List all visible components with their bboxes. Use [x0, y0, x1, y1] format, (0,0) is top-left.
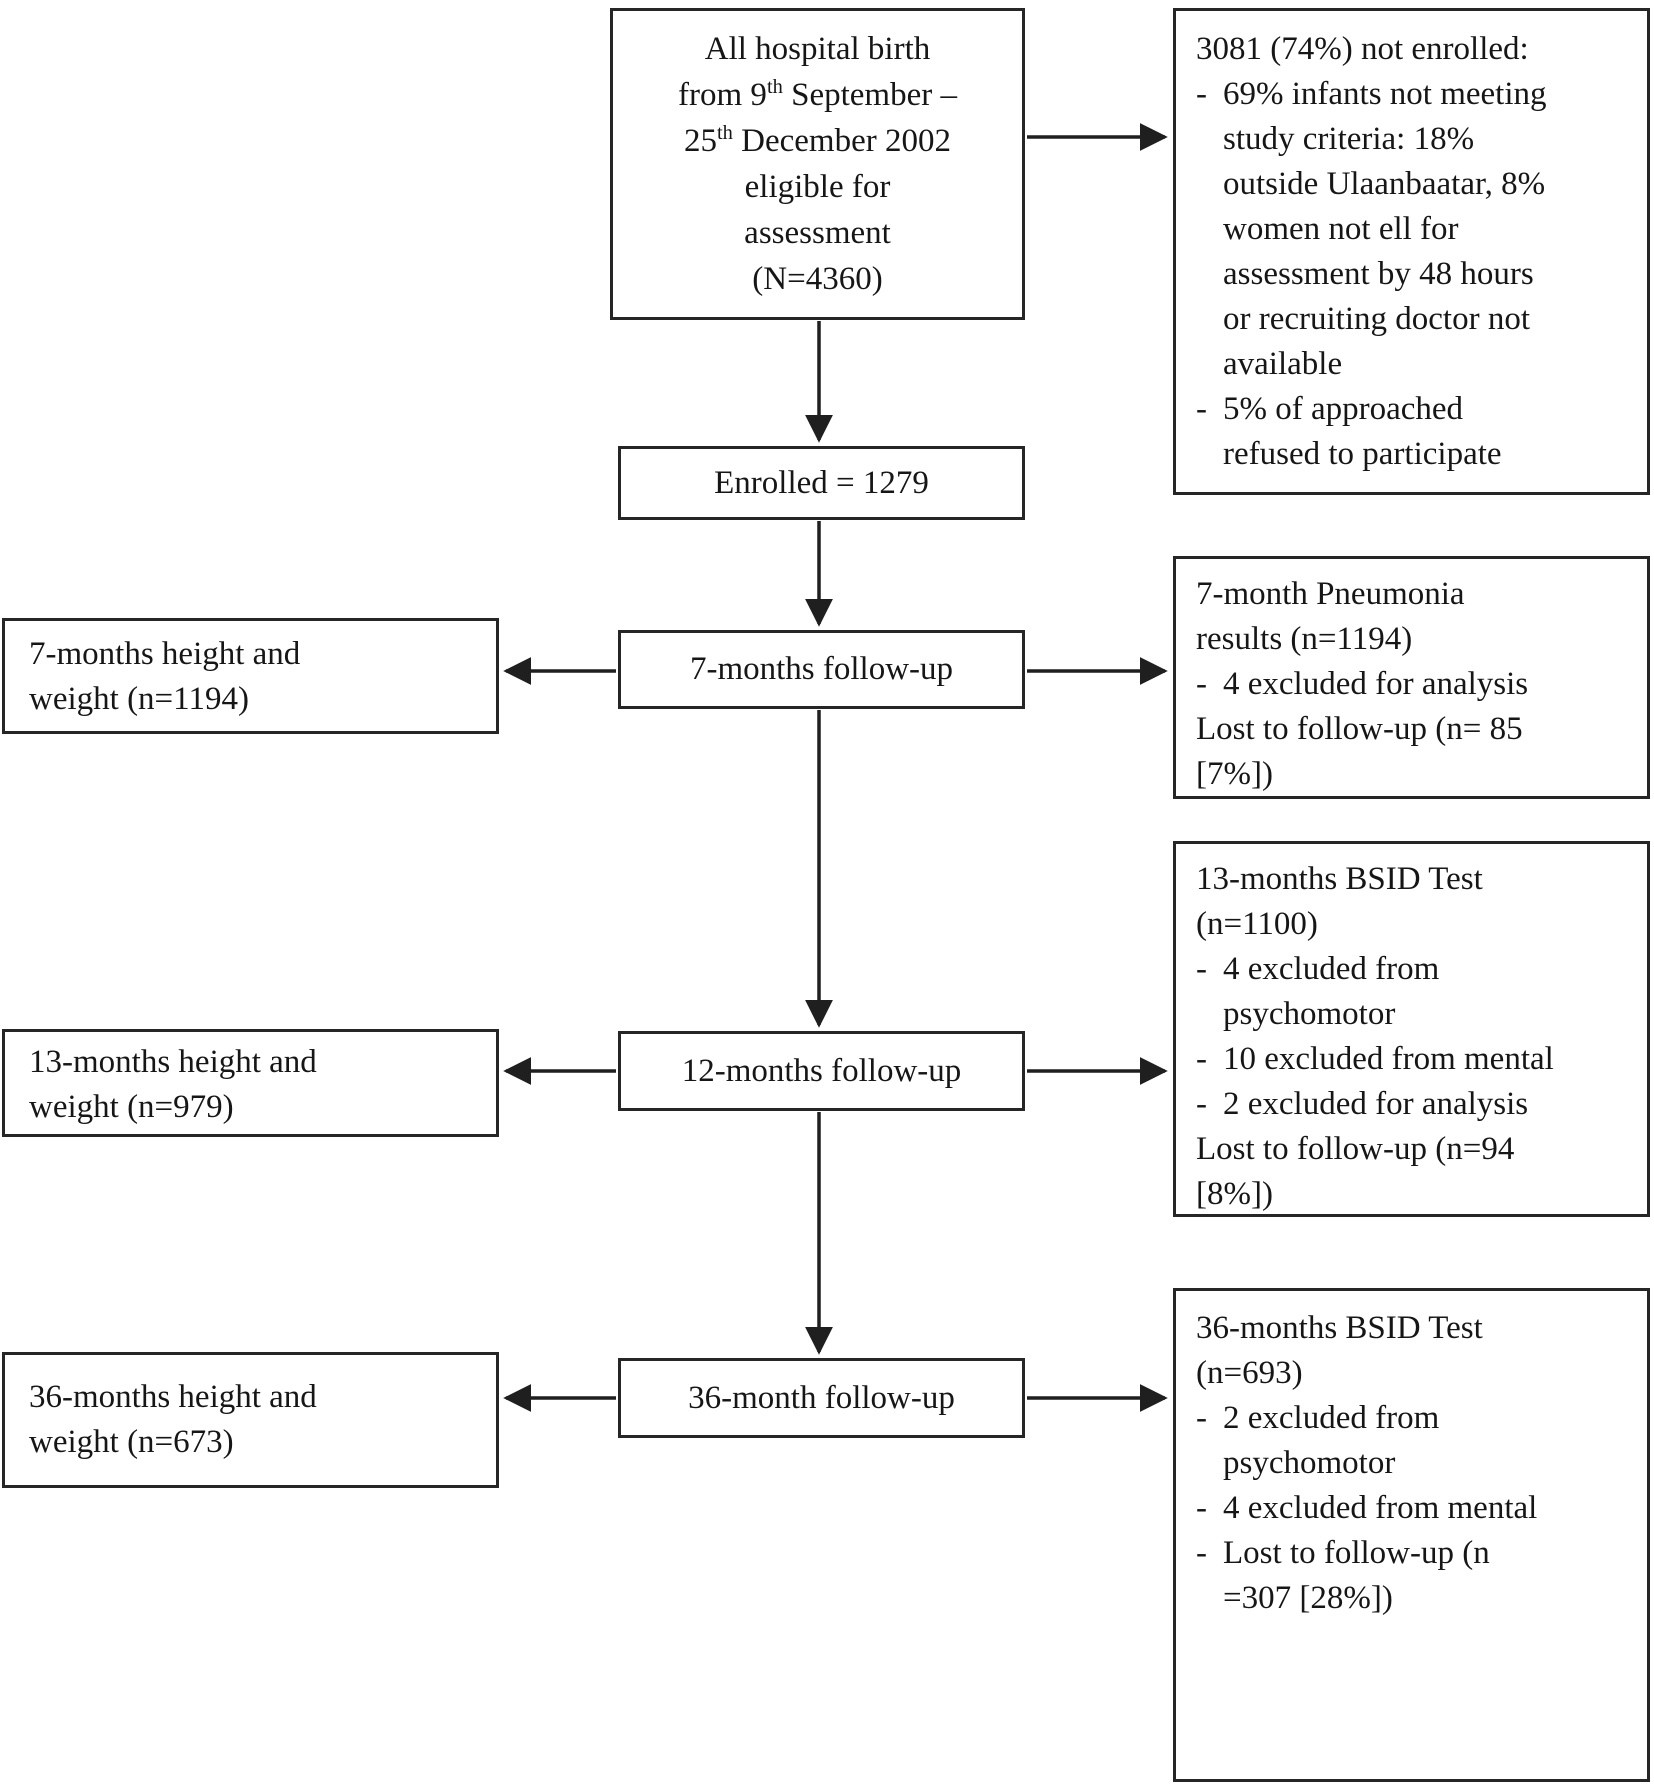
- bullet-item: - 4 excluded from mental: [1196, 1486, 1637, 1531]
- text-line: results (n=1194): [1196, 621, 1413, 657]
- text-line: (N=4360): [752, 261, 883, 297]
- node-heading: 13-months BSID Test (n=1100): [1196, 857, 1637, 947]
- node-text: 36-months height and weight (n=673): [29, 1375, 490, 1465]
- node-height-weight-13-months: 13-months height and weight (n=979): [2, 1029, 499, 1137]
- bullet-item: - 5% of approached refused to participate: [1196, 387, 1635, 477]
- text-line: Enrolled = 1279: [714, 464, 929, 501]
- text-line: 7-months follow-up: [689, 651, 954, 687]
- text-line: assessment by 48 hours: [1223, 256, 1534, 292]
- bullet-text: 4 excluded from psychomotor: [1223, 947, 1637, 1037]
- text-line: outside Ulaanbaatar, 8%: [1223, 166, 1546, 202]
- text-line: (n=1100): [1196, 906, 1318, 942]
- text-line: 36-months BSID Test: [1196, 1310, 1483, 1346]
- node-bsid-test-13-months: 13-months BSID Test (n=1100) - 4 excluded…: [1173, 841, 1650, 1217]
- bullet-dash: -: [1196, 1535, 1207, 1571]
- text-line: women not ell for: [1223, 211, 1459, 247]
- bullet-dash: -: [1196, 666, 1207, 702]
- text-segment: from 9: [678, 77, 767, 113]
- bullet-text: 69% infants not meeting study criteria: 1…: [1223, 72, 1635, 387]
- node-bsid-test-36-months: 36-months BSID Test (n=693) - 2 excluded …: [1173, 1288, 1650, 1782]
- text-line: 25th December 2002: [684, 118, 951, 164]
- ordinal-superscript: th: [766, 76, 783, 98]
- bullet-text: 2 excluded for analysis: [1223, 1082, 1637, 1127]
- text-line: =307 [28%]): [1223, 1580, 1393, 1616]
- text-line: 13-months height and: [29, 1044, 317, 1080]
- text-line: 36-months height and: [29, 1379, 317, 1415]
- node-eligible-births: All hospital birth from 9th September – …: [610, 8, 1025, 320]
- node-enrolled: Enrolled = 1279: [618, 446, 1025, 520]
- text-line: psychomotor: [1223, 1445, 1396, 1481]
- text-line: 69% infants not meeting: [1223, 76, 1547, 112]
- bullet-text: 2 excluded from psychomotor: [1223, 1396, 1637, 1486]
- text-line: weight (n=1194): [29, 681, 249, 717]
- node-footer: Lost to follow-up (n=94 [8%]): [1196, 1127, 1637, 1217]
- text-line: 10 excluded from mental: [1223, 1041, 1554, 1077]
- node-text: 7-months height and weight (n=1194): [29, 632, 490, 722]
- text-line: Lost to follow-up (n=94: [1196, 1131, 1515, 1167]
- ordinal-superscript: th: [717, 122, 733, 144]
- bullet-item: - 2 excluded for analysis: [1196, 1082, 1637, 1127]
- text-segment: 25: [684, 123, 717, 159]
- node-height-weight-36-months: 36-months height and weight (n=673): [2, 1352, 499, 1488]
- bullet-dash: -: [1196, 76, 1207, 112]
- text-line: or recruiting doctor not: [1223, 301, 1530, 337]
- text-line: 7-months height and: [29, 636, 301, 672]
- text-line: 4 excluded from: [1223, 951, 1440, 987]
- text-line: [8%]): [1196, 1176, 1273, 1212]
- text-line: 5% of approached: [1223, 391, 1464, 427]
- text-line: from 9th September –: [678, 72, 957, 118]
- text-line: available: [1223, 346, 1343, 382]
- bullet-dash: -: [1196, 951, 1207, 987]
- bullet-item: - 2 excluded from psychomotor: [1196, 1396, 1637, 1486]
- bullet-text: 4 excluded from mental: [1223, 1486, 1637, 1531]
- node-heading: 7-month Pneumonia results (n=1194): [1196, 572, 1637, 662]
- node-followup-12-months: 12-months follow-up: [618, 1031, 1025, 1111]
- bullet-dash: -: [1196, 1490, 1207, 1526]
- text-line: 7-month Pneumonia: [1196, 576, 1465, 612]
- text-line: 2 excluded from: [1223, 1400, 1440, 1436]
- text-segment: December 2002: [732, 123, 951, 159]
- text-line: 13-months BSID Test: [1196, 861, 1483, 897]
- text-line: weight (n=673): [29, 1424, 234, 1460]
- text-segment: September –: [782, 77, 957, 113]
- node-height-weight-7-months: 7-months height and weight (n=1194): [2, 618, 499, 734]
- node-footer: Lost to follow-up (n= 85 [7%]): [1196, 707, 1637, 797]
- text-line: Lost to follow-up (n: [1223, 1535, 1490, 1571]
- node-text: 13-months height and weight (n=979): [29, 1040, 490, 1130]
- text-line: Lost to follow-up (n= 85: [1196, 711, 1523, 747]
- bullet-dash: -: [1196, 391, 1207, 427]
- node-not-enrolled: 3081 (74%) not enrolled: - 69% infants n…: [1173, 8, 1650, 495]
- not-enrolled-heading: 3081 (74%) not enrolled:: [1196, 31, 1529, 67]
- text-line: All hospital birth: [704, 31, 931, 67]
- bullet-text: 10 excluded from mental: [1223, 1037, 1637, 1082]
- text-line: study criteria: 18%: [1223, 121, 1475, 157]
- bullet-item: - 4 excluded for analysis: [1196, 662, 1637, 707]
- node-heading: 36-months BSID Test (n=693): [1196, 1306, 1637, 1396]
- text-line: 4 excluded for analysis: [1223, 666, 1529, 702]
- text-line: refused to participate: [1223, 436, 1502, 472]
- bullet-dash: -: [1196, 1041, 1207, 1077]
- bullet-dash: -: [1196, 1400, 1207, 1436]
- text-line: psychomotor: [1223, 996, 1396, 1032]
- text-line: eligible for: [744, 169, 891, 205]
- text-line: 12-months follow-up: [681, 1052, 962, 1089]
- bullet-item: - 69% infants not meeting study criteria:…: [1196, 72, 1635, 387]
- text-line: (n=693): [1196, 1355, 1303, 1391]
- bullet-item: - 4 excluded from psychomotor: [1196, 947, 1637, 1037]
- text-line: [7%]): [1196, 756, 1273, 792]
- node-followup-7-months: 7-months follow-up: [618, 630, 1025, 709]
- bullet-text: 4 excluded for analysis: [1223, 662, 1637, 707]
- bullet-text: 5% of approached refused to participate: [1223, 387, 1635, 477]
- bullet-item: - Lost to follow-up (n =307 [28%]): [1196, 1531, 1637, 1621]
- text-line: assessment: [744, 215, 891, 251]
- bullet-item: - 10 excluded from mental: [1196, 1037, 1637, 1082]
- bullet-text: Lost to follow-up (n =307 [28%]): [1223, 1531, 1637, 1621]
- text-line: 4 excluded from mental: [1223, 1490, 1538, 1526]
- node-pneumonia-results-7-month: 7-month Pneumonia results (n=1194) - 4 ex…: [1173, 556, 1650, 799]
- text-line: 36-month follow-up: [688, 1379, 955, 1416]
- text-line: weight (n=979): [29, 1089, 234, 1125]
- bullet-dash: -: [1196, 1086, 1207, 1122]
- text-line: 2 excluded for analysis: [1223, 1086, 1529, 1122]
- node-followup-36-month: 36-month follow-up: [618, 1358, 1025, 1438]
